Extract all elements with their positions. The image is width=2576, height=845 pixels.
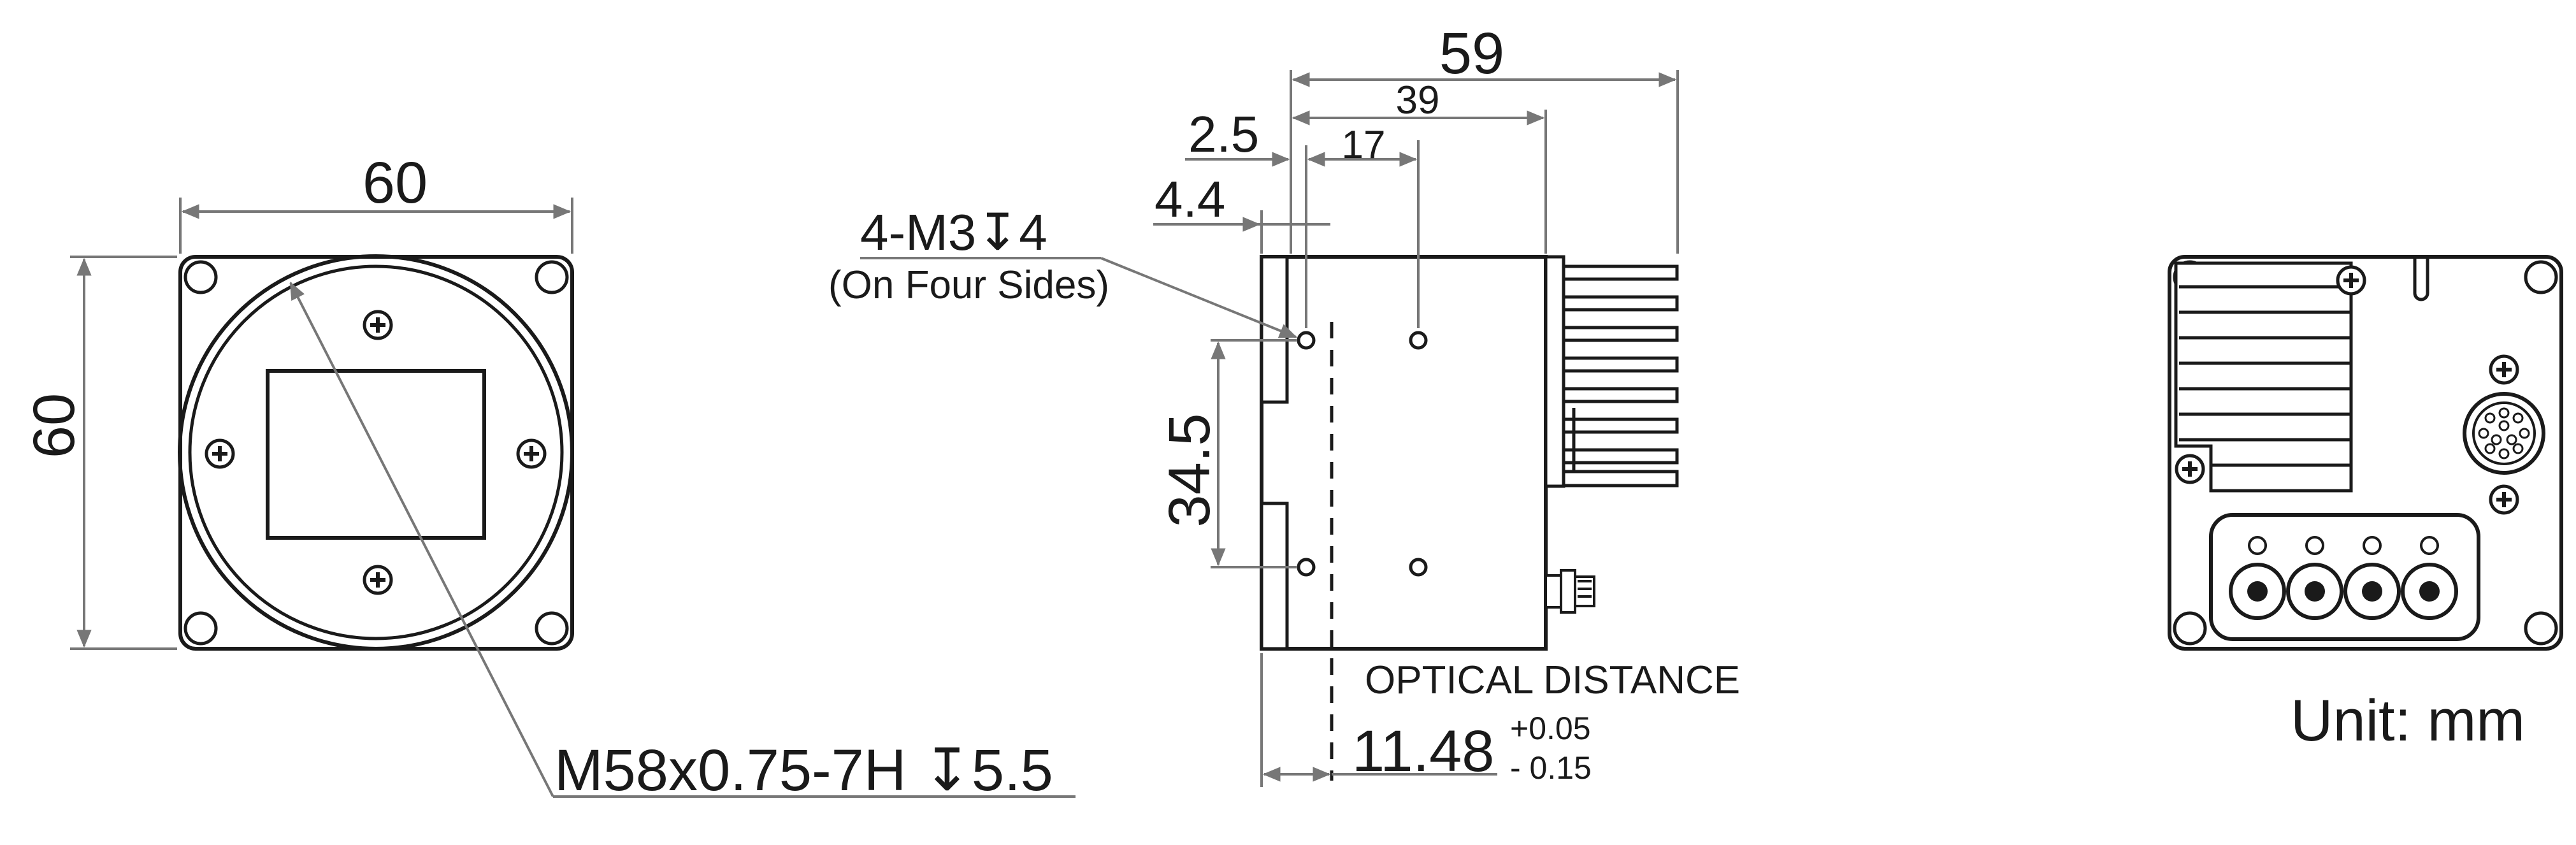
front-width-dimension bbox=[179, 198, 573, 254]
front-height-label: 60 bbox=[22, 393, 87, 458]
heatsink-fins bbox=[1544, 255, 1679, 488]
camera-body bbox=[1260, 255, 1548, 651]
front-flange-lower bbox=[1260, 502, 1289, 651]
corner-hole bbox=[535, 260, 569, 294]
status-led-row bbox=[2248, 536, 2439, 555]
front-width-label: 60 bbox=[363, 150, 428, 215]
round-connector-icon bbox=[2463, 392, 2545, 475]
hole-callout-note: (On Four Sides) bbox=[828, 263, 1109, 307]
corner-hole bbox=[183, 611, 218, 646]
mount-hole bbox=[1297, 331, 1316, 350]
side-top-extension-lines bbox=[1260, 70, 1679, 328]
hole-spacing-x-label: 17 bbox=[1342, 123, 1386, 167]
front-flange-upper bbox=[1260, 255, 1289, 404]
lens-mount-outer-ring bbox=[178, 254, 574, 651]
corner-hole bbox=[535, 611, 569, 646]
mount-leader bbox=[289, 281, 1076, 798]
mount-hole bbox=[1409, 331, 1428, 350]
optical-distance-dimension bbox=[1260, 653, 1497, 787]
optical-tolerance-minus: - 0.15 bbox=[1510, 750, 1592, 786]
corner-hole bbox=[183, 260, 218, 294]
top-slot bbox=[2413, 257, 2429, 301]
body-length-label: 39 bbox=[1396, 78, 1440, 122]
mount-hole bbox=[1409, 558, 1428, 577]
corner-hole bbox=[2524, 260, 2558, 294]
io-port-icon bbox=[2229, 563, 2458, 620]
mount-thread-callout: M58x0.75-7H ↧5.5 bbox=[554, 738, 1053, 803]
optical-distance-label: OPTICAL DISTANCE bbox=[1365, 658, 1740, 702]
hole-callout: 4-M3↧4 bbox=[860, 204, 1047, 261]
side-connector bbox=[1544, 569, 1595, 614]
screw-icon bbox=[2177, 456, 2203, 482]
screw-icon bbox=[2491, 486, 2517, 513]
hole-spacing-y-dimension bbox=[1211, 339, 1297, 568]
unit-label: Unit: mm bbox=[2291, 688, 2525, 753]
optical-tolerance-plus: +0.05 bbox=[1510, 711, 1591, 746]
screw-icon bbox=[2338, 267, 2364, 294]
offset-hole-label: 4.4 bbox=[1155, 171, 1225, 227]
overall-length-label: 59 bbox=[1439, 21, 1504, 86]
screw-icon bbox=[364, 567, 391, 593]
front-view: 60 60 M58x0.75-7H ↧5.5 bbox=[22, 150, 1076, 803]
side-view: 59 39 17 2.5 4.4 34.5 4-M3↧4 (On Four Si… bbox=[828, 21, 1740, 787]
mount-hole bbox=[1297, 558, 1316, 577]
corner-hole bbox=[2524, 611, 2558, 646]
lens-mount-inner-ring bbox=[188, 264, 564, 640]
sensor-window bbox=[266, 369, 486, 540]
optical-distance-value: 11.48 bbox=[1352, 719, 1494, 784]
screw-icon bbox=[206, 440, 233, 467]
rear-view: Unit: mm bbox=[2168, 255, 2563, 753]
corner-hole bbox=[2173, 611, 2207, 646]
screw-icon bbox=[2491, 356, 2517, 383]
screw-icon bbox=[518, 440, 545, 467]
hole-callout-leader bbox=[860, 257, 1298, 338]
offset-small-label: 2.5 bbox=[1188, 106, 1259, 162]
rear-heatsink bbox=[2174, 261, 2353, 493]
screw-icon bbox=[364, 312, 391, 338]
front-height-dimension bbox=[70, 256, 177, 650]
hole-spacing-y-label: 34.5 bbox=[1157, 413, 1222, 527]
